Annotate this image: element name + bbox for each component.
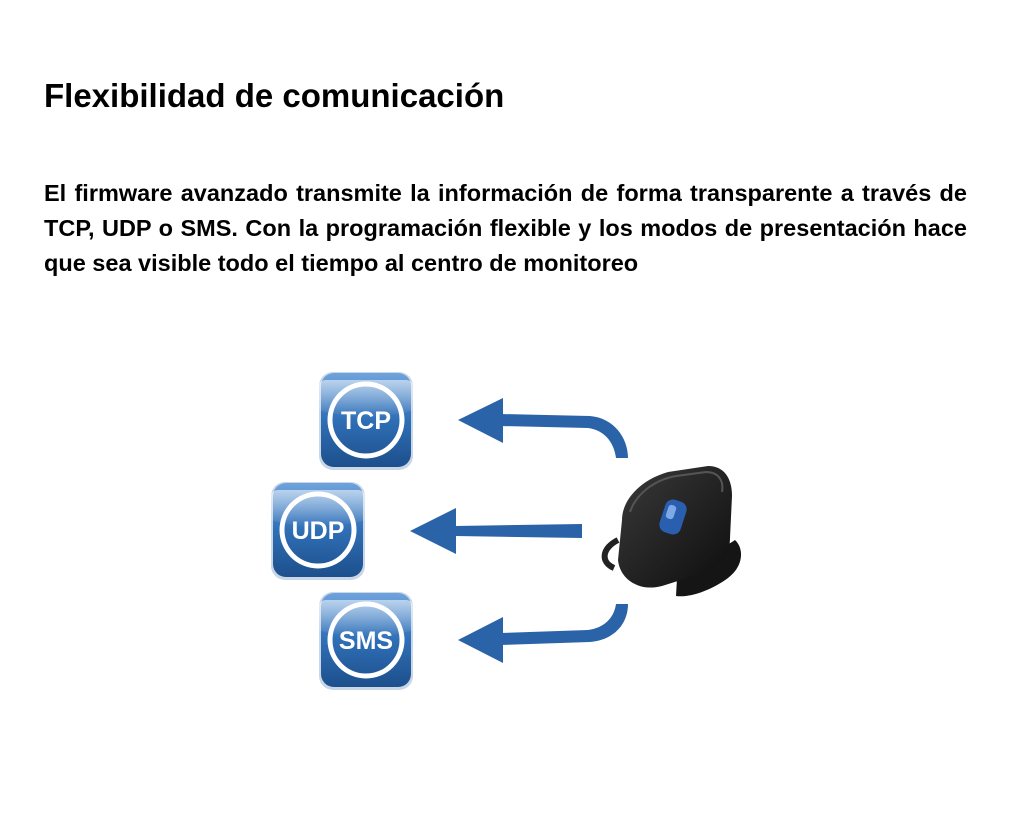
- sms-badge-label: SMS: [339, 627, 393, 655]
- slide-title: Flexibilidad de comunicación: [44, 77, 505, 114]
- udp-badge-label: UDP: [292, 517, 345, 545]
- sms-badge-icon: SMS: [318, 592, 414, 690]
- arrow-to-udp-icon: [410, 508, 582, 554]
- gps-tracker-device-icon: [601, 466, 742, 597]
- tcp-badge-icon: TCP: [318, 372, 414, 470]
- udp-badge-icon: UDP: [270, 482, 366, 580]
- tcp-badge-label: TCP: [341, 407, 391, 435]
- slide-body-text: El firmware avanzado transmite la inform…: [44, 180, 967, 276]
- arrow-to-sms-icon: [458, 604, 628, 663]
- arrow-to-tcp-icon: [458, 398, 628, 458]
